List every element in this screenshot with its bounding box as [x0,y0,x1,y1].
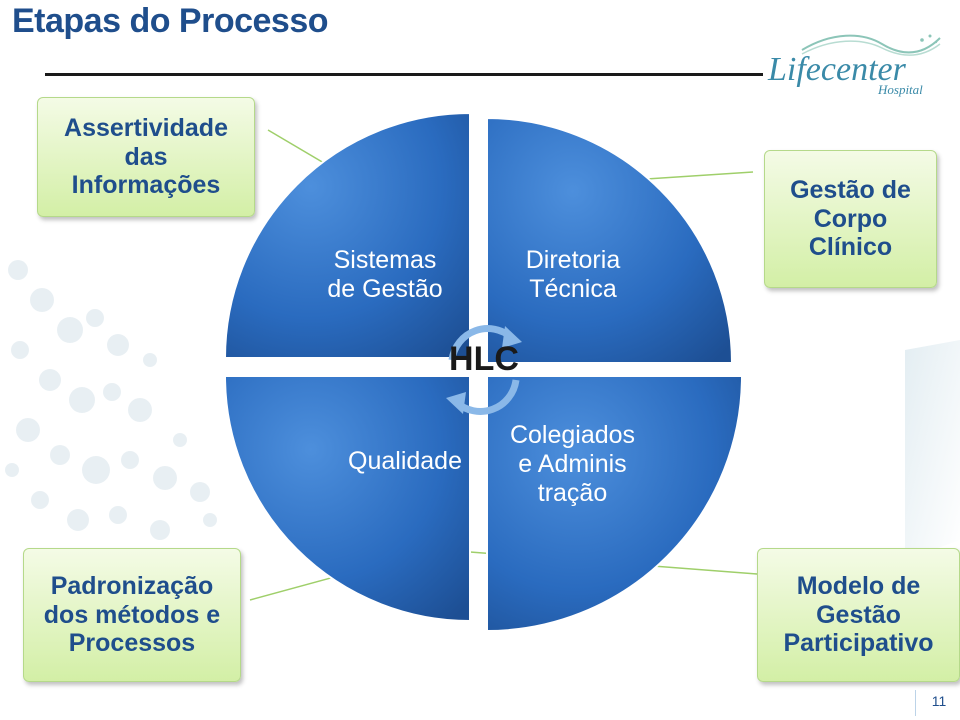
quadrant-colegiados [486,375,744,633]
logo-subtitle: Hospital [877,82,923,97]
center-label: HLC [449,340,519,378]
quadrant-label-diretoria: Diretoria Técnica [525,246,621,303]
box-gestao-corpo-clinico-text: Gestão de Corpo Clínico [790,175,911,262]
quadrant-sistemas-de-gestao [223,111,471,359]
logo-name: Lifecenter [767,51,907,88]
box-assertividade-text: Assertividade das Informações [64,113,228,200]
right-decoration [905,340,960,560]
hlc-pie [223,111,744,633]
lifecenter-logo: Lifecenter Hospital [767,34,941,97]
title-underline [45,73,763,76]
box-gestao-corpo-clinico: Gestão de Corpo Clínico [764,150,937,288]
box-padronizacao-text: Padronização dos métodos e Processos [43,571,221,658]
background-dots [5,260,217,540]
quadrant-qualidade [223,375,471,623]
page-number-frame [915,690,958,716]
quadrant-diretoria-tecnica [486,116,734,364]
page-number: 11 [931,693,947,709]
quadrant-label-colegiados: Colegiados e Adminis tração [509,421,636,507]
quadrant-label-qualidade: Qualidade [348,447,462,475]
box-modelo-gestao-text: Modelo de Gestão Participativo [783,571,934,658]
quadrant-label-sistemas: Sistemas de Gestão [327,246,443,303]
box-assertividade: Assertividade das Informações [37,97,255,217]
slide-title: Etapas do Processo [12,2,329,40]
cycle-arrows-icon [446,325,522,415]
box-padronizacao: Padronização dos métodos e Processos [23,548,241,682]
box-modelo-gestao: Modelo de Gestão Participativo [757,548,960,682]
